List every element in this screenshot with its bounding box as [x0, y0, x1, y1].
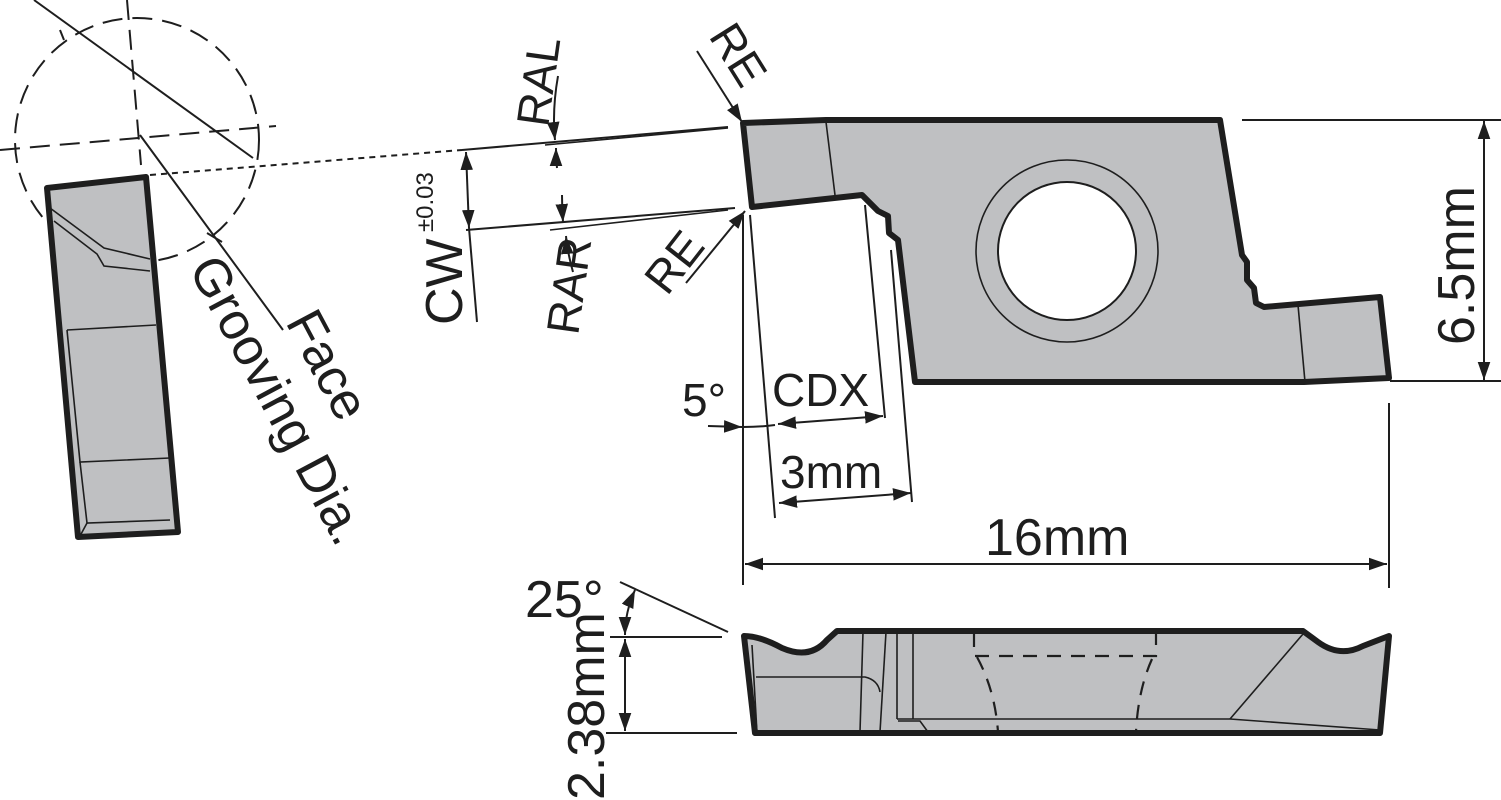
cw-dimension-line	[460, 151, 475, 229]
cw-label: CW	[416, 238, 474, 325]
cw-tolerance-label: ±0.03	[412, 172, 439, 232]
cdx-label: CDX	[772, 364, 869, 416]
angle-5-label: 5°	[682, 374, 726, 426]
re-bottom-label: RE	[634, 221, 714, 303]
rar-label: RAR	[536, 234, 601, 337]
face-diameter-leader	[33, 0, 254, 159]
width-3mm-dimension-line	[778, 488, 912, 508]
cdx-dimension-line	[777, 411, 884, 429]
height-6-5mm-label: 6.5mm	[1428, 186, 1486, 345]
thickness-2-38mm-label: 2.38mm	[558, 612, 616, 800]
angle-25-label: 25°	[525, 571, 604, 629]
mounting-hole	[997, 181, 1137, 321]
width-3mm-label: 3mm	[780, 446, 882, 498]
length-16mm-label: 16mm	[985, 509, 1129, 567]
vertical-centerline	[126, 0, 142, 166]
top-view: CW ±0.03 RAL RAR RE RE 5° CDX 3mm 6.5mm	[412, 14, 1501, 588]
re-top-label: RE	[700, 14, 778, 96]
cw-projection-line	[149, 149, 463, 176]
front-insert-body	[741, 628, 1392, 736]
mounting-hole-ring	[975, 159, 1159, 343]
side-view: Face Grooving Dia.	[0, 0, 463, 554]
ral-label: RAL	[506, 34, 570, 130]
side-insert-body	[44, 174, 181, 540]
front-view: 2.38mm 25°	[525, 571, 1392, 800]
